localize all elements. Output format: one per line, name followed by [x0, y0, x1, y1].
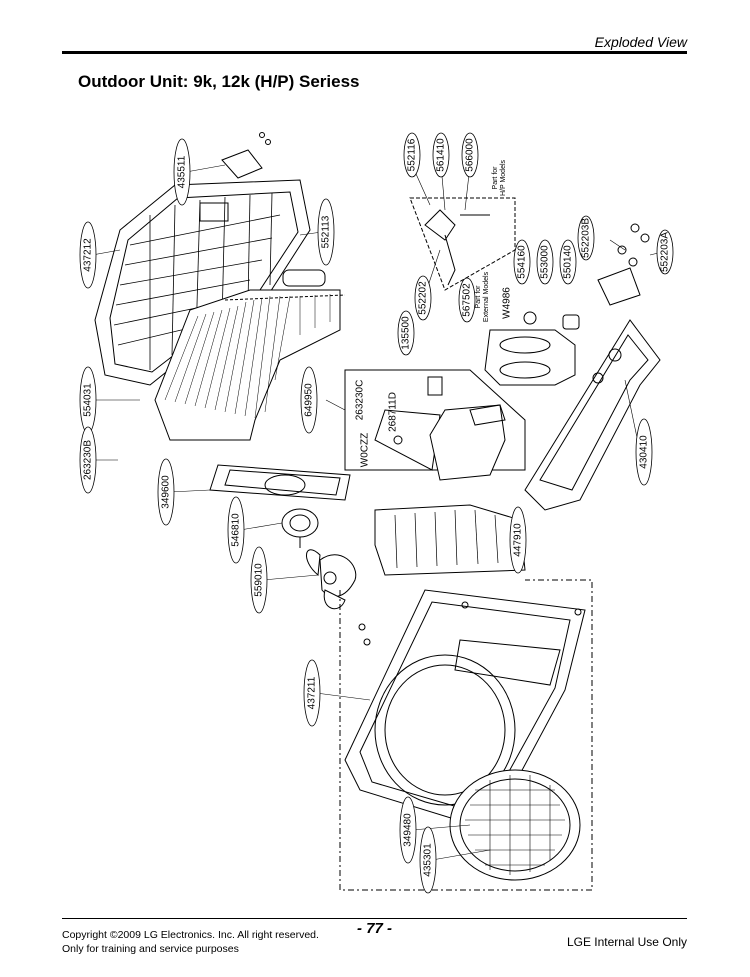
- part-label: 554160: [517, 245, 528, 279]
- motor-mount: [209, 464, 351, 501]
- part-label: 649950: [304, 383, 315, 417]
- front-panel: [344, 589, 586, 831]
- part-label: W0CZZ: [360, 433, 371, 467]
- barrier-plate: [374, 504, 526, 576]
- page-number: - 77 -: [357, 920, 393, 937]
- reversing-valve: [424, 209, 490, 286]
- part-label: 561410: [436, 138, 447, 172]
- part-label: 552116: [407, 138, 418, 171]
- part-label: 567502: [462, 283, 473, 317]
- external-models-note-line1: Part for: [475, 285, 482, 309]
- footer-copyright: Copyright ©2009 LG Electronics. Inc. All…: [62, 928, 319, 956]
- part-label: 552113: [321, 215, 332, 248]
- part-label: 447910: [513, 523, 524, 557]
- part-label: 435511: [177, 155, 188, 188]
- part-label: 546810: [231, 513, 242, 547]
- part-label: 263230C: [355, 380, 366, 421]
- front-grille: [449, 769, 581, 881]
- footer-rule: [62, 918, 687, 919]
- section-header: Exploded View: [594, 34, 687, 50]
- part-label: 435301: [423, 843, 434, 877]
- part-label: 553000: [540, 245, 551, 279]
- hp-models-note-line1: Part for: [492, 166, 499, 190]
- header-rule: [62, 51, 687, 54]
- part-label: 554031: [83, 383, 94, 417]
- copyright-text: Copyright ©2009 LG Electronics. Inc. All…: [62, 929, 319, 941]
- part-label: 559010: [254, 563, 265, 597]
- cabinet-top-grille: [94, 179, 311, 386]
- part-label: 349600: [161, 475, 172, 509]
- top-bracket: [221, 132, 271, 179]
- part-label: 552202: [418, 281, 429, 315]
- part-label: 437211: [307, 676, 318, 709]
- part-label: 263230B: [83, 440, 94, 480]
- part-label: 437212: [83, 238, 94, 272]
- condenser-coil: [154, 269, 346, 441]
- part-label: 552203A: [660, 232, 671, 272]
- control-box: [344, 369, 526, 481]
- hp-models-note-line2: H/P Models: [500, 159, 507, 196]
- part-label: 550140: [563, 245, 574, 279]
- fan-propeller: [305, 549, 371, 646]
- fan-motor: [281, 508, 319, 548]
- training-text: Only for training and service purposes: [62, 943, 239, 955]
- service-valves: [597, 223, 650, 306]
- reversing-valve-region: [409, 197, 516, 291]
- external-models-note-line2: External Models: [483, 271, 490, 322]
- front-group-boundary: [339, 579, 593, 891]
- part-label: 552203B: [581, 218, 592, 258]
- internal-use-label: LGE Internal Use Only: [566, 935, 687, 949]
- compressor-assembly: [484, 311, 580, 386]
- part-label: 430410: [639, 435, 650, 469]
- part-label: 135500: [401, 316, 412, 350]
- part-label: 268711D: [388, 392, 399, 432]
- part-label: 349480: [403, 813, 414, 847]
- part-label: 566000: [465, 138, 476, 172]
- base-pan: [524, 319, 661, 511]
- part-label: W4986: [502, 287, 513, 319]
- page-title: Outdoor Unit: 9k, 12k (H/P) Seriess: [78, 72, 360, 91]
